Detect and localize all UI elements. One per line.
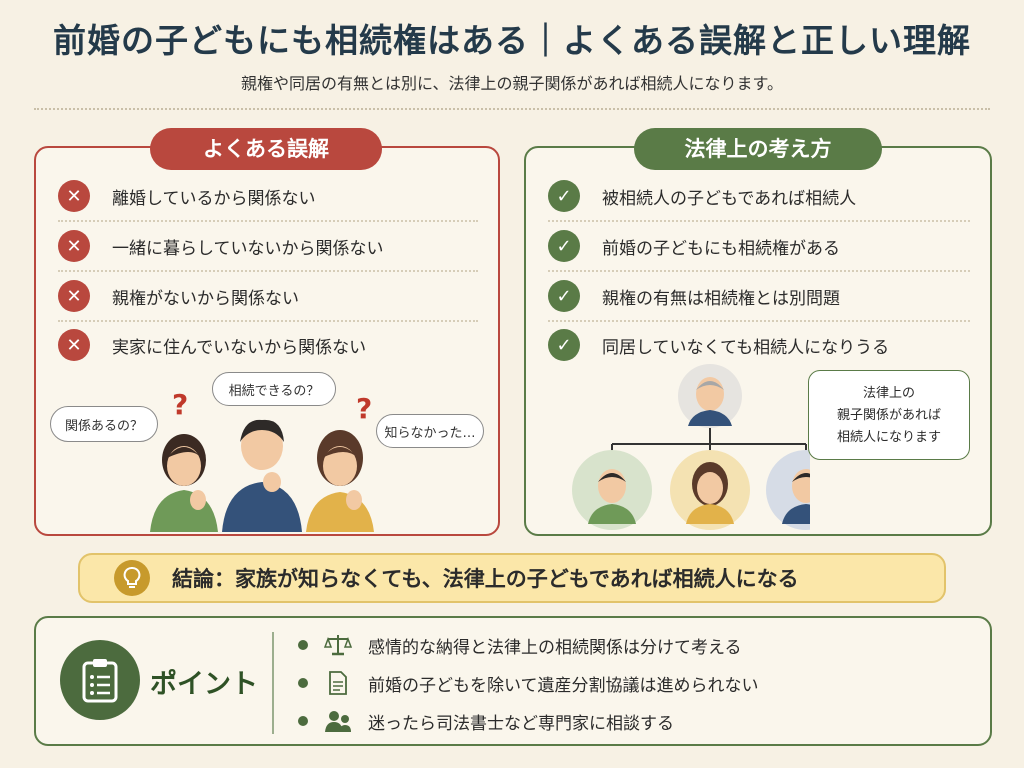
bullet: [298, 716, 308, 726]
point-text: 迷ったら司法書士など専門家に相談する: [368, 713, 674, 734]
check-icon: ✓: [548, 329, 580, 361]
confused-family-illustration: [150, 419, 374, 532]
bullet: [298, 678, 308, 688]
misconception-text: 一緒に暮らしていないから関係ない: [112, 238, 384, 259]
bubble-line: 法律上の: [862, 386, 915, 401]
legal-text: 前婚の子どもにも相続権がある: [602, 238, 840, 259]
family-tree-illustration: [572, 364, 810, 530]
speech-bubble: 知らなかった…: [376, 414, 484, 448]
bubble-line: 相続人になります: [836, 430, 941, 445]
cross-icon: ✕: [58, 329, 90, 361]
page-subtitle: 親権や同居の有無とは別に、法律上の親子関係があれば相続人になります。: [241, 74, 783, 93]
misconception-item: ✕ 親権がないから関係ない: [58, 272, 478, 322]
points-divider: [272, 632, 274, 734]
legal-speech-bubble: 法律上の 親子関係があれば 相続人になります: [808, 370, 970, 460]
legal-view-heading: 法律上の考え方: [634, 128, 882, 170]
points-label: ポイント: [150, 669, 258, 700]
misconception-item: ✕ 一緒に暮らしていないから関係ない: [58, 222, 478, 272]
cross-icon: ✕: [58, 180, 90, 212]
legal-item: ✓ 被相続人の子どもであれば相続人: [548, 172, 970, 222]
page-title: 前婚の子どもにも相続権はある｜よくある誤解と正しい理解: [53, 21, 971, 60]
legal-item: ✓ 親権の有無は相続権とは別問題: [548, 272, 970, 322]
misconceptions-heading: よくある誤解: [150, 128, 382, 170]
legal-text: 被相続人の子どもであれば相続人: [602, 188, 857, 209]
bullet: [298, 640, 308, 650]
consultant-icon: [324, 707, 352, 735]
bubble-line: 親子関係があれば: [836, 408, 941, 423]
clipboard-icon: [60, 640, 140, 720]
cross-icon: ✕: [58, 280, 90, 312]
conclusion-text: 結論：家族が知らなくても、法律上の子どもであれば相続人になる: [172, 567, 799, 591]
point-item: 感情的な納得と法律上の相続関係は分けて考える: [298, 630, 742, 660]
misconception-item: ✕ 実家に住んでいないから関係ない: [58, 320, 478, 370]
point-text: 前婚の子どもを除いて遺産分割協議は進められない: [368, 675, 759, 696]
point-item: 迷ったら司法書士など専門家に相談する: [298, 706, 674, 736]
misconceptions-panel: [34, 146, 500, 536]
check-icon: ✓: [548, 280, 580, 312]
misconception-text: 親権がないから関係ない: [112, 288, 299, 309]
point-text: 感情的な納得と法律上の相続関係は分けて考える: [368, 637, 742, 658]
conclusion-bar: 結論：家族が知らなくても、法律上の子どもであれば相続人になる: [78, 553, 946, 603]
speech-bubble: 相続できるの？: [212, 372, 336, 406]
legal-text: 親権の有無は相続権とは別問題: [602, 288, 840, 309]
lightbulb-icon: [114, 560, 150, 596]
cross-icon: ✕: [58, 230, 90, 262]
question-mark-icon: ?: [356, 392, 373, 425]
document-icon: [324, 669, 352, 697]
scales-icon: [324, 631, 352, 659]
divider: [34, 108, 990, 110]
check-icon: ✓: [548, 230, 580, 262]
legal-item: ✓ 前婚の子どもにも相続権がある: [548, 222, 970, 272]
question-mark-icon: ?: [172, 388, 189, 421]
check-icon: ✓: [548, 180, 580, 212]
misconception-text: 離婚しているから関係ない: [112, 188, 316, 209]
points-box: ポイント 感情的な納得と法律上の相続関係は分けて考える 前婚の子どもを除いて遺産: [34, 616, 992, 746]
speech-bubble: 関係あるの？: [50, 406, 158, 442]
point-item: 前婚の子どもを除いて遺産分割協議は進められない: [298, 668, 759, 698]
legal-text: 同居していなくても相続人になりうる: [602, 337, 890, 358]
legal-item: ✓ 同居していなくても相続人になりうる: [548, 320, 970, 370]
misconception-text: 実家に住んでいないから関係ない: [112, 337, 367, 358]
misconception-item: ✕ 離婚しているから関係ない: [58, 172, 478, 222]
